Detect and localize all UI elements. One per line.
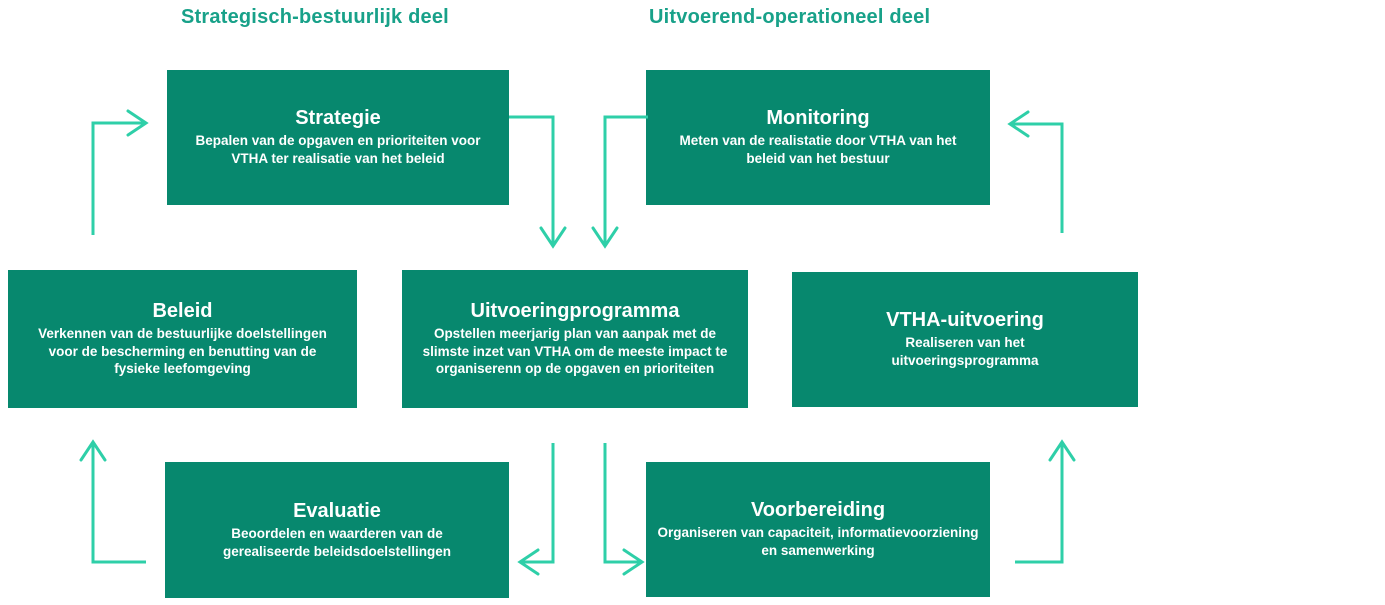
arrow-voorbereiding-to-vtha-uitvoering	[1015, 439, 1076, 564]
box-evaluatie-title: Evaluatie	[293, 499, 381, 522]
box-beleid: Beleid Verkennen van de bestuurlijke doe…	[8, 270, 357, 408]
box-vtha-uitvoering-description: Realiseren van het uitvoeringsprogramma	[891, 335, 1039, 368]
box-uitvoeringprogramma-description: Opstellen meerjarig plan van aanpak met …	[422, 326, 728, 377]
arrow-vtha-uitvoering-to-monitoring	[1007, 110, 1064, 233]
arrow-uitvoeringprogramma-to-evaluatie	[517, 443, 555, 576]
arrow-evaluatie-to-beleid	[79, 439, 146, 564]
arrow-monitoring-to-uitvoeringprogramma	[591, 115, 648, 249]
section-header-strategic: Strategisch-bestuurlijk deel	[181, 6, 449, 28]
box-monitoring-title: Monitoring	[766, 107, 870, 130]
box-monitoring: Monitoring Meten van de realistatie door…	[646, 70, 990, 205]
box-evaluatie: Evaluatie Beoordelen en waarderen van de…	[165, 462, 509, 598]
box-voorbereiding-description: Organiseren van capaciteit, informatievo…	[657, 525, 979, 558]
box-uitvoeringprogramma-title: Uitvoeringprogramma	[470, 300, 680, 323]
arrow-uitvoeringprogramma-to-voorbereiding	[603, 443, 645, 576]
box-uitvoeringprogramma: Uitvoeringprogramma Opstellen meerjarig …	[402, 270, 748, 408]
arrow-strategie-to-uitvoeringprogramma	[509, 115, 567, 249]
box-voorbereiding-title: Voorbereiding	[750, 499, 886, 522]
box-monitoring-description: Meten van de realistatie door VTHA van h…	[679, 133, 957, 166]
box-beleid-title: Beleid	[152, 300, 213, 323]
box-vtha-uitvoering-title: VTHA-uitvoering	[886, 309, 1044, 332]
section-header-operational: Uitvoerend-operationeel deel	[649, 6, 931, 28]
box-strategie-description: Bepalen van de opgaven en prioriteiten v…	[195, 133, 481, 166]
box-evaluatie-description: Beoordelen en waarderen van de gerealise…	[222, 525, 452, 559]
box-vtha-uitvoering: VTHA-uitvoering Realiseren van het uitvo…	[792, 272, 1138, 407]
box-strategie-title: Strategie	[295, 107, 381, 130]
box-beleid-description: Verkennen van de bestuurlijke doelstelli…	[38, 326, 327, 377]
box-voorbereiding: Voorbereiding Organiseren van capaciteit…	[646, 462, 990, 597]
box-strategie: Strategie Bepalen van de opgaven en prio…	[167, 70, 509, 205]
arrow-beleid-to-strategie	[91, 109, 149, 235]
